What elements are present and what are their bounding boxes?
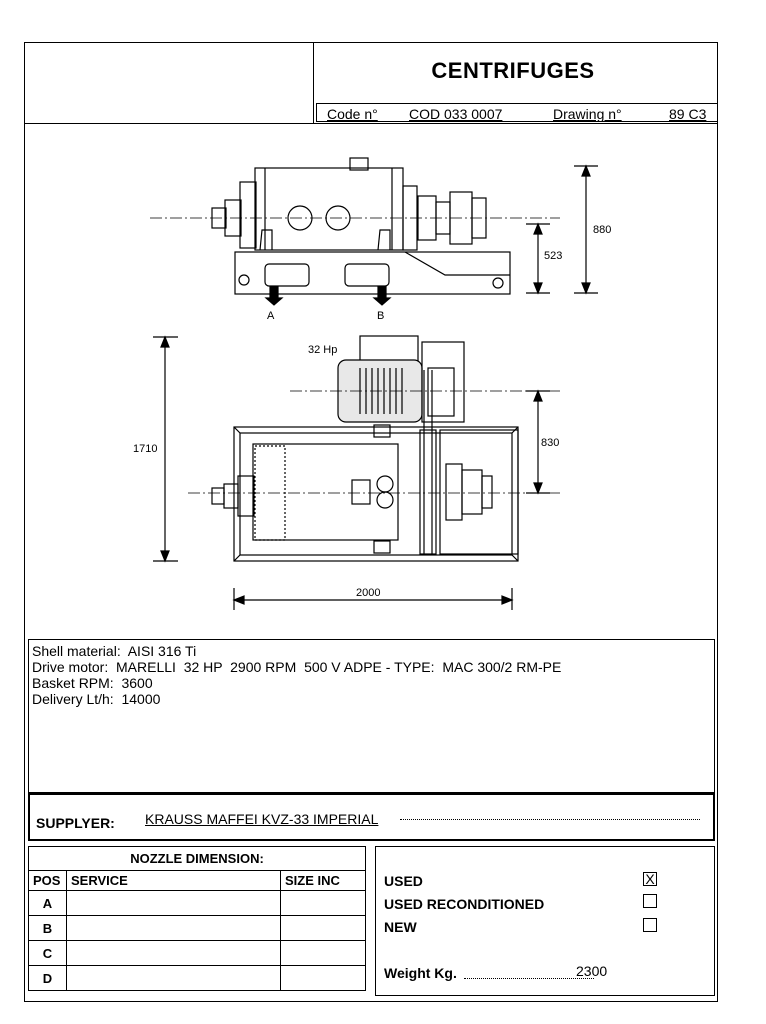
row-size xyxy=(280,915,366,941)
drawing-value: 89 C3 xyxy=(669,106,707,122)
label-a: A xyxy=(267,310,275,322)
supplier-box: SUPPLYER: KRAUSS MAFFEI KVZ-33 IMPERIAL xyxy=(28,793,715,841)
weight-dots xyxy=(464,978,594,979)
top-view xyxy=(153,335,560,610)
page-title: CENTRIFUGES xyxy=(431,58,595,83)
document-frame xyxy=(24,42,718,1002)
specs-list: Shell material: AISI 316 Ti Drive motor:… xyxy=(32,643,561,707)
row-pos: D xyxy=(28,965,67,991)
weight-label: Weight Kg. xyxy=(384,965,457,981)
dim-523-label: 523 xyxy=(544,250,562,262)
row-pos: A xyxy=(28,890,67,916)
drawing-label: Drawing n° xyxy=(553,106,622,122)
spec-shell-material: Shell material: AISI 316 Ti xyxy=(32,643,197,659)
dim-2000-label: 2000 xyxy=(356,587,380,599)
used-checkbox[interactable]: X xyxy=(643,872,657,886)
status-box: USED X USED RECONDITIONED NEW Weight Kg.… xyxy=(375,846,715,996)
table-row: A xyxy=(28,890,366,916)
row-size xyxy=(280,965,366,991)
table-row: C xyxy=(28,940,366,966)
row-pos: B xyxy=(28,915,67,941)
col-service: SERVICE xyxy=(66,870,281,891)
row-pos: C xyxy=(28,940,67,966)
row-service xyxy=(66,890,281,916)
dim-880-label: 880 xyxy=(593,224,611,236)
side-view xyxy=(150,157,598,306)
spec-basket-rpm: Basket RPM: 3600 xyxy=(32,675,153,691)
spec-drive-motor: Drive motor: MARELLI 32 HP 2900 RPM 500 … xyxy=(32,659,562,675)
specs-box xyxy=(28,639,715,793)
dim-1710-label: 1710 xyxy=(133,443,157,455)
status-used-label: USED xyxy=(384,873,423,889)
table-row: D xyxy=(28,965,366,991)
supplier-label: SUPPLYER: xyxy=(36,815,115,831)
col-size: SIZE INC xyxy=(280,870,366,891)
label-b: B xyxy=(377,310,384,322)
spec-delivery: Delivery Lt/h: 14000 xyxy=(32,691,161,707)
supplier-value: KRAUSS MAFFEI KVZ-33 IMPERIAL xyxy=(145,811,379,827)
motor-label: 32 Hp xyxy=(308,344,337,356)
row-size xyxy=(280,940,366,966)
table-row: B xyxy=(28,915,366,941)
row-service xyxy=(66,965,281,991)
row-size xyxy=(280,890,366,916)
reconditioned-checkbox[interactable] xyxy=(643,894,657,908)
supplier-dots xyxy=(400,819,700,820)
new-checkbox[interactable] xyxy=(643,918,657,932)
col-pos: POS xyxy=(28,870,67,891)
nozzle-title: NOZZLE DIMENSION: xyxy=(28,846,366,871)
header-divider xyxy=(313,42,314,124)
weight-value: 2300 xyxy=(576,963,608,979)
row-service xyxy=(66,940,281,966)
dim-830-label: 830 xyxy=(541,437,559,449)
code-row: Code n° COD 033 0007 Drawing n° 89 C3 xyxy=(316,103,718,122)
header-bottom-line xyxy=(24,123,718,124)
status-new-label: NEW xyxy=(384,919,417,935)
nozzle-table: NOZZLE DIMENSION: POS SERVICE SIZE INC A… xyxy=(28,846,366,996)
status-reconditioned-label: USED RECONDITIONED xyxy=(384,896,545,912)
code-value: COD 033 0007 xyxy=(409,106,503,122)
row-service xyxy=(66,915,281,941)
technical-drawing: 880 523 A B 32 Hp 1710 830 2000 xyxy=(133,157,611,610)
code-label: Code n° xyxy=(327,106,378,122)
